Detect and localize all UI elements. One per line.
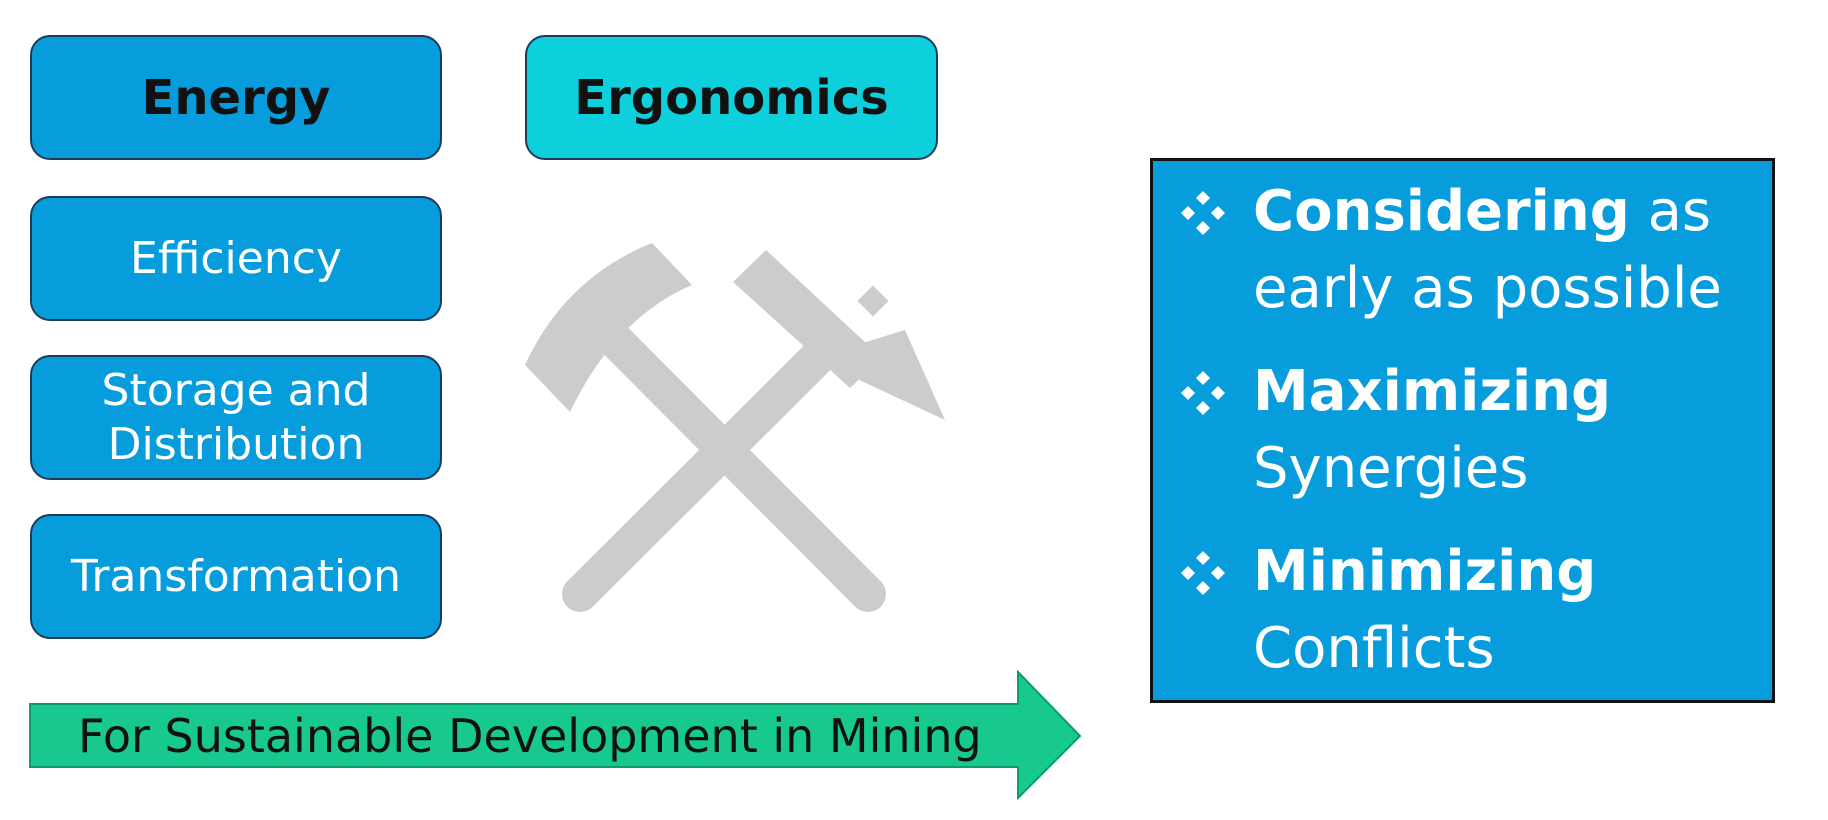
sustainable-development-arrow: [29, 669, 1082, 801]
bullet-item-considering: Considering as early as possible: [1179, 173, 1752, 327]
efficiency-label: Efficiency: [130, 232, 342, 284]
storage-label: Storage and: [101, 364, 371, 416]
diamond-bullet-icon: [1181, 191, 1225, 235]
bullet-text-line2: Synergies: [1253, 436, 1529, 501]
bullet-item-maximizing: Maximizing Synergies: [1179, 353, 1752, 507]
bullet-text-line2: early as possible: [1253, 256, 1722, 321]
energy-box: Energy: [30, 35, 442, 160]
arrow-label: For Sustainable Development in Mining: [78, 709, 982, 763]
distribution-label: Distribution: [107, 418, 365, 470]
bullet-bold: Considering: [1253, 179, 1630, 244]
ergonomics-label: Ergonomics: [574, 69, 889, 126]
bullet-bold: Minimizing: [1253, 539, 1597, 604]
bullet-text-line1: as: [1629, 179, 1712, 244]
principles-panel: Considering as early as possible Maximiz…: [1150, 158, 1775, 703]
diamond-bullet-icon: [1181, 551, 1225, 595]
ergonomics-box: Ergonomics: [525, 35, 938, 160]
bullet-text-line2: Conflicts: [1253, 616, 1495, 681]
diamond-bullet-icon: [1181, 371, 1225, 415]
energy-label: Energy: [141, 69, 331, 126]
transformation-label: Transformation: [70, 550, 402, 602]
bullet-item-minimizing: Minimizing Conflicts: [1179, 533, 1752, 687]
storage-distribution-box: Storage and Distribution: [30, 355, 442, 480]
hammer-and-pick-icon: [525, 243, 945, 612]
bullet-bold: Maximizing: [1253, 359, 1612, 424]
transformation-box: Transformation: [30, 514, 442, 639]
efficiency-box: Efficiency: [30, 196, 442, 321]
